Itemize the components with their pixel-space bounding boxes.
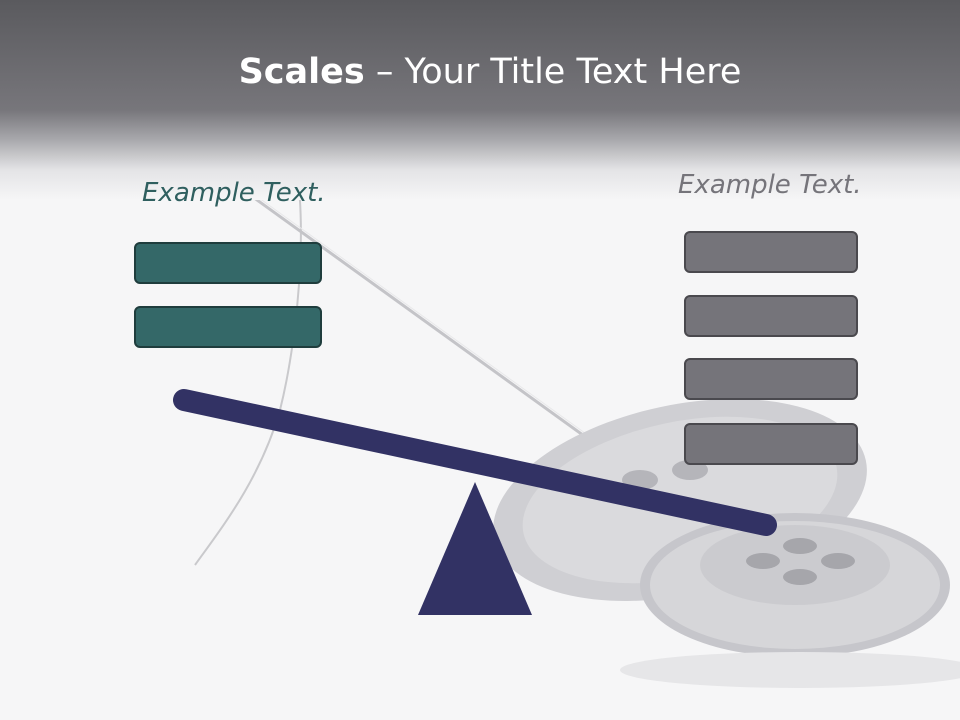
right-label: Example Text. — [678, 170, 862, 200]
left-label: Example Text. — [142, 178, 326, 208]
title-bar — [0, 0, 960, 200]
right-box-1 — [684, 231, 858, 273]
right-box-2 — [684, 295, 858, 337]
scale-fulcrum — [418, 482, 532, 615]
scale-beam — [173, 389, 777, 536]
title-bold: Scales — [238, 52, 365, 92]
title-rest: – Your Title Text Here — [364, 52, 742, 92]
right-box-3 — [684, 358, 858, 400]
left-box-1 — [134, 242, 322, 284]
slide-title: Scales – Your Title Text Here — [0, 52, 960, 92]
left-box-2 — [134, 306, 322, 348]
right-box-4 — [684, 423, 858, 465]
